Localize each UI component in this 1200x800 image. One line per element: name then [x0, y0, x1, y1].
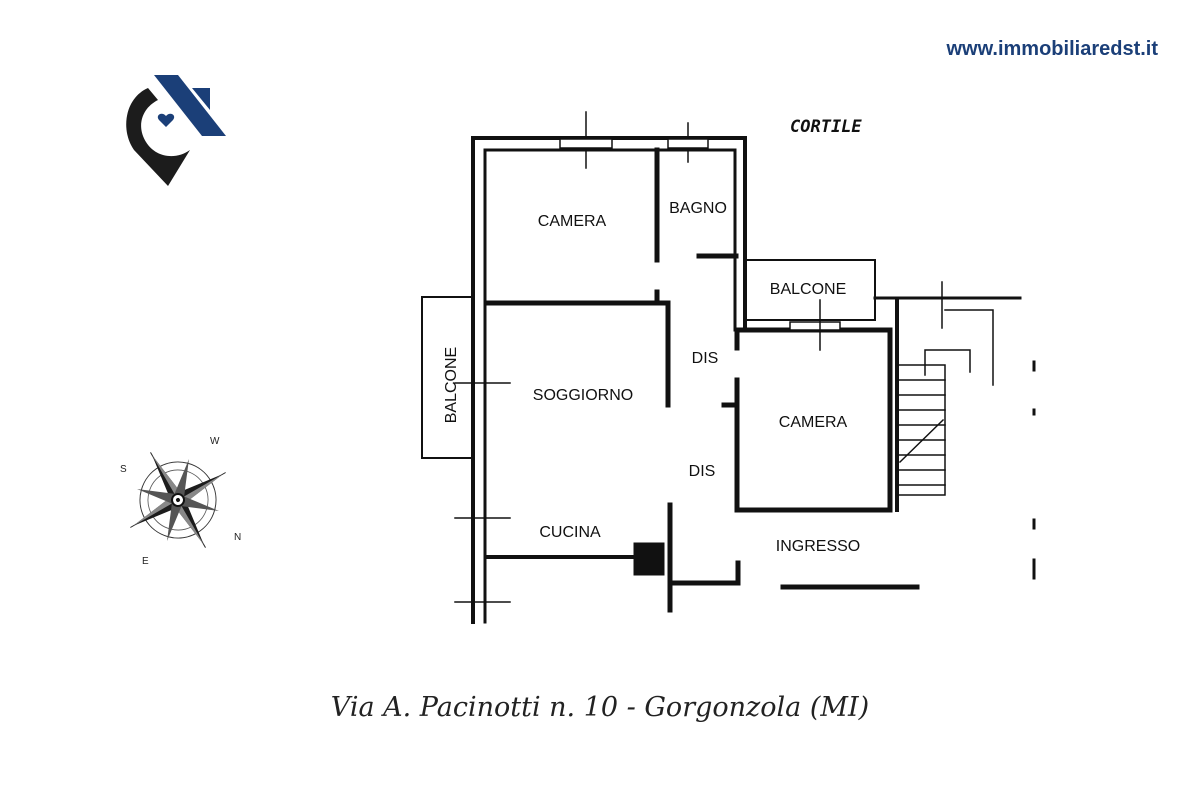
logo-icon — [126, 75, 226, 186]
compass-w-label: W — [210, 436, 220, 447]
room-cucina: CUCINA — [539, 524, 601, 541]
address-caption: Via A. Pacinotti n. 10 - Gorgonzola (MI) — [330, 692, 870, 723]
room-balcone-left: BALCONE — [443, 347, 460, 423]
compass-e-label: E — [142, 556, 149, 567]
website-link[interactable]: www.immobiliaredst.it — [946, 38, 1158, 60]
compass-n-label: N — [234, 532, 241, 543]
room-soggiorno: SOGGIORNO — [533, 387, 633, 404]
room-camera-1: CAMERA — [538, 213, 607, 230]
room-balcone-right: BALCONE — [770, 281, 846, 298]
room-dis-1: DIS — [692, 350, 719, 367]
compass-rose-icon: S W N E — [120, 436, 241, 567]
room-bagno: BAGNO — [669, 200, 727, 217]
room-ingresso: INGRESSO — [776, 538, 860, 555]
courtyard-label: CORTILE — [790, 117, 862, 137]
room-dis-2: DIS — [689, 463, 716, 480]
compass-s-label: S — [120, 464, 127, 475]
room-camera-2: CAMERA — [779, 414, 848, 431]
